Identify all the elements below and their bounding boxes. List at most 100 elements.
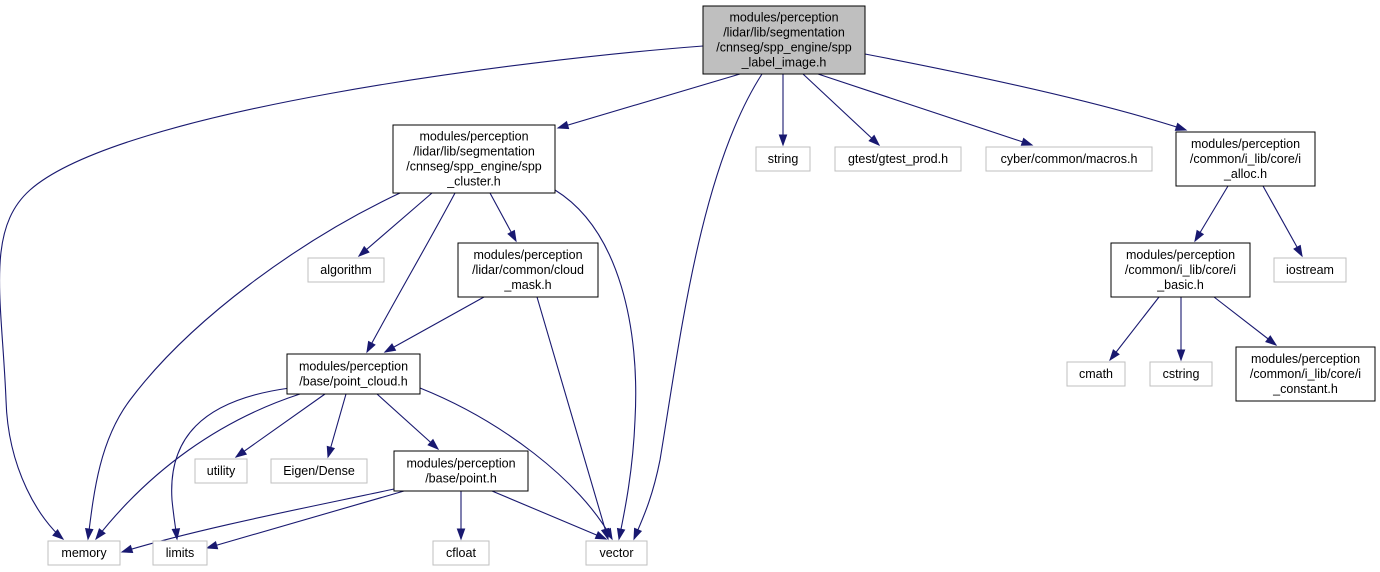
edge-i_basic-to-cmath xyxy=(1109,296,1160,362)
node-label-line: /base/point.h xyxy=(425,472,497,486)
edge-arrowhead xyxy=(633,527,643,541)
node-label-line: modules/perception xyxy=(1251,352,1360,366)
edges-layer xyxy=(0,45,1303,554)
node-macros: cyber/common/macros.h xyxy=(985,146,1153,172)
node-box xyxy=(702,5,866,75)
node-label-line: gtest/gtest_prod.h xyxy=(848,152,948,166)
edge-line xyxy=(1109,296,1160,361)
edge-arrowhead xyxy=(1194,229,1205,243)
node-label-line: /lidar/lib/segmentation xyxy=(413,145,535,159)
edge-line xyxy=(802,73,880,146)
node-cloud-mask[interactable]: modules/perception/lidar/common/cloud_ma… xyxy=(457,242,599,298)
edge-arrowhead xyxy=(95,528,106,541)
node-label-line: modules/perception xyxy=(729,11,838,25)
node-label-line: modules/perception xyxy=(419,130,528,144)
edge-line xyxy=(366,192,456,353)
edge-i_alloc-to-i_basic xyxy=(1194,185,1229,243)
node-i-basic[interactable]: modules/perception/common/i_lib/core/i_b… xyxy=(1110,242,1251,298)
edge-arrowhead xyxy=(1109,349,1120,362)
edge-line xyxy=(1194,185,1229,242)
node-vector: vector xyxy=(585,540,648,566)
node-i-alloc[interactable]: modules/perception/common/i_lib/core/i_a… xyxy=(1175,131,1316,187)
edge-arrowhead xyxy=(507,229,517,243)
node-label-line: modules/perception xyxy=(473,248,582,262)
node-box xyxy=(194,458,248,484)
node-label-line: vector xyxy=(599,546,633,560)
node-label-line: cmath xyxy=(1079,367,1113,381)
node-label-line: limits xyxy=(166,546,194,560)
node-label-line: string xyxy=(768,152,799,166)
edge-arrowhead xyxy=(52,528,65,540)
edge-line xyxy=(864,53,1187,131)
node-point-cloud[interactable]: modules/perception/base/point_cloud.h xyxy=(286,353,421,395)
edge-arrowhead xyxy=(234,447,248,458)
node-memory: memory xyxy=(47,540,121,566)
node-cmath: cmath xyxy=(1066,361,1126,387)
edge-label_image-to-memory xyxy=(0,45,704,540)
edge-line xyxy=(557,73,741,129)
edge-arrowhead xyxy=(1174,122,1188,131)
edge-point_cloud-to-vector xyxy=(419,387,613,541)
node-label-line: /common/i_lib/core/i xyxy=(1250,367,1361,381)
edge-line xyxy=(1213,296,1277,346)
node-label-line: /common/i_lib/core/i xyxy=(1125,263,1236,277)
node-point[interactable]: modules/perception/base/point.h xyxy=(393,450,529,492)
edge-point-to-vector xyxy=(491,490,608,540)
node-limits: limits xyxy=(152,540,208,566)
node-label-line: _constant.h xyxy=(1272,382,1338,396)
node-label-line: _mask.h xyxy=(503,278,551,292)
node-box xyxy=(1149,361,1213,387)
node-box xyxy=(432,540,490,566)
edge-point_cloud-to-eigen_dense xyxy=(326,393,347,459)
edge-i_basic-to-cstring xyxy=(1176,297,1186,362)
edge-line xyxy=(1262,185,1303,257)
node-label-line: /lidar/lib/segmentation xyxy=(723,26,845,40)
edge-spp_cluster-to-memory xyxy=(84,192,401,541)
node-label-line: _basic.h xyxy=(1156,278,1204,292)
edge-line xyxy=(491,490,607,540)
edge-arrowhead xyxy=(1265,335,1278,346)
node-box xyxy=(457,242,599,298)
node-spp-cluster[interactable]: modules/perception/lidar/lib/segmentatio… xyxy=(392,124,556,194)
edge-point_cloud-to-limits xyxy=(171,387,291,541)
edge-line xyxy=(554,189,637,540)
node-label-line: algorithm xyxy=(320,263,371,277)
node-i-constant[interactable]: modules/perception/common/i_lib/core/i_c… xyxy=(1235,346,1376,402)
node-box xyxy=(1273,257,1347,283)
edge-line xyxy=(0,45,704,540)
edge-label_image-to-i_alloc xyxy=(864,53,1188,131)
edge-label_image-to-gtest_prod xyxy=(802,73,881,147)
edge-cloud_mask-to-vector xyxy=(536,296,610,541)
edge-i_basic-to-i_constant xyxy=(1213,296,1278,346)
node-label-line: modules/perception xyxy=(299,360,408,374)
edge-arrowhead xyxy=(603,527,613,541)
edge-arrowhead xyxy=(1020,137,1034,146)
edge-label_image-to-string xyxy=(778,74,788,147)
node-label-line: Eigen/Dense xyxy=(283,464,355,478)
node-label-line: modules/perception xyxy=(1191,137,1300,151)
edge-line xyxy=(536,296,609,540)
node-box xyxy=(985,146,1153,172)
edge-arrowhead xyxy=(366,340,376,354)
edge-arrowhead xyxy=(778,134,788,147)
node-label-image[interactable]: modules/perception/lidar/lib/segmentatio… xyxy=(702,5,866,75)
node-label-line: /base/point_cloud.h xyxy=(299,375,407,389)
edge-spp_cluster-to-vector xyxy=(554,189,637,541)
edge-line xyxy=(817,73,1033,146)
node-box xyxy=(392,124,556,194)
node-box xyxy=(152,540,208,566)
node-iostream: iostream xyxy=(1273,257,1347,283)
edge-line xyxy=(87,192,401,540)
edge-line xyxy=(419,387,613,540)
edge-line xyxy=(95,393,301,540)
edge-i_alloc-to-iostream xyxy=(1262,185,1303,258)
edge-point_cloud-to-memory xyxy=(95,393,301,541)
node-box xyxy=(1110,242,1251,298)
node-box xyxy=(1175,131,1316,187)
edge-arrowhead xyxy=(1176,349,1186,362)
edge-arrowhead xyxy=(383,343,397,353)
node-label-line: cfloat xyxy=(446,546,476,560)
node-label-line: /lidar/common/cloud xyxy=(472,263,584,277)
node-utility: utility xyxy=(194,458,248,484)
nodes-layer: modules/perception/lidar/lib/segmentatio… xyxy=(47,5,1376,566)
